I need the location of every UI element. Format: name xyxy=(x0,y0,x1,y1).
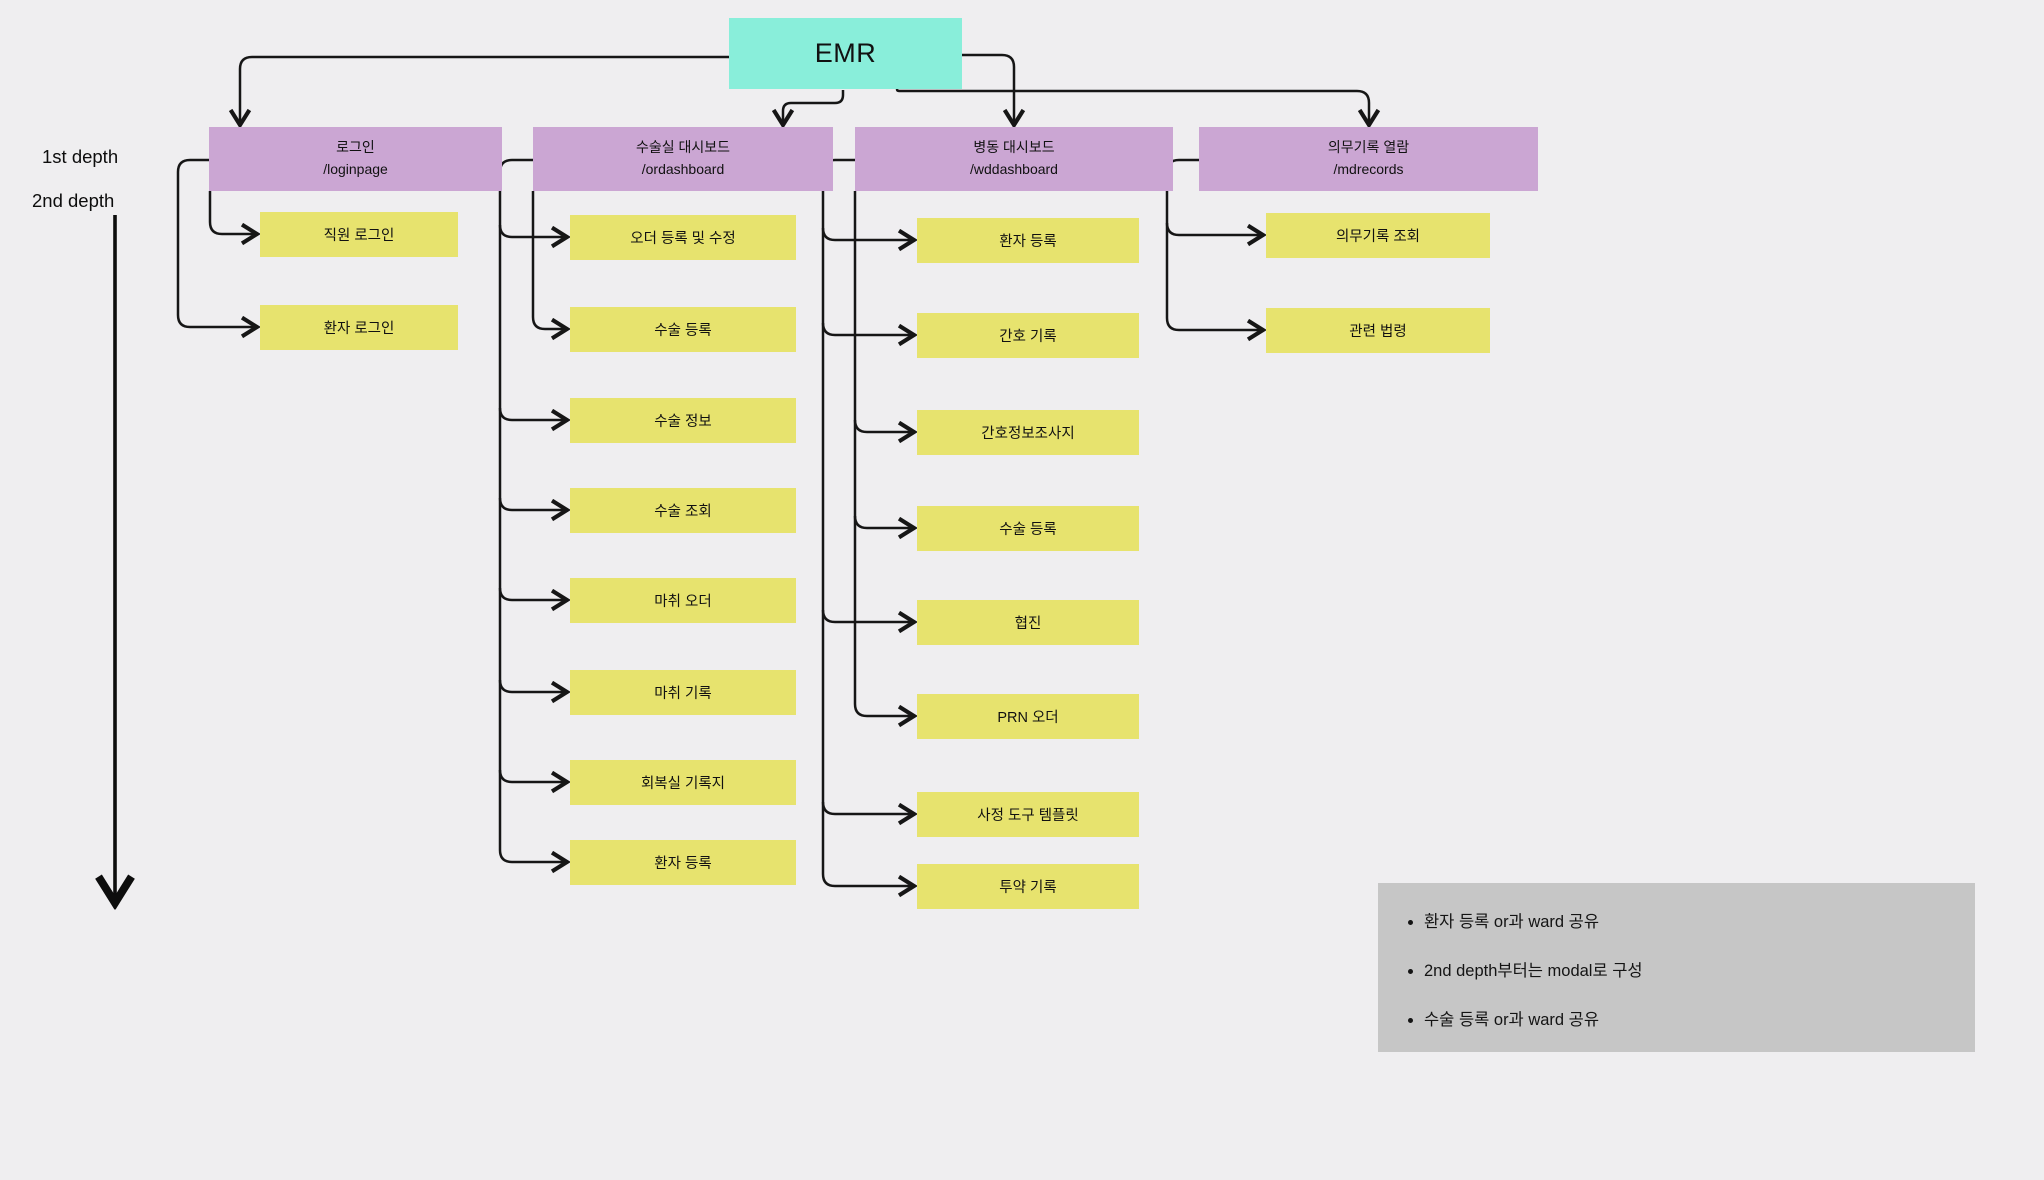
connector-or-trunk xyxy=(498,158,567,862)
connector-wd-row1 xyxy=(821,227,914,240)
connector-wd-row7 xyxy=(821,801,914,814)
node-or-surgery-info: 수술 정보 xyxy=(570,398,796,443)
connector-emr-wddashboard xyxy=(962,53,1014,125)
node-wd-prn-order: PRN 오더 xyxy=(917,694,1139,739)
connector-or-row7 xyxy=(498,769,567,782)
connector-wd-row6 xyxy=(853,703,914,716)
node-or-surgery-register: 수술 등록 xyxy=(570,307,796,352)
node-emr-label: EMR xyxy=(814,38,877,68)
connector-login-patient xyxy=(176,158,257,327)
node-or-anesthesia-record: 마취 기록 xyxy=(570,670,796,715)
node-emr-root: EMR xyxy=(729,18,962,89)
node-login-staff: 직원 로그인 xyxy=(260,212,458,257)
connector-md-row1 xyxy=(1165,222,1263,235)
connector-login-staff xyxy=(208,191,257,234)
note-item: 수술 등록 or과 ward 공유 xyxy=(1424,1006,1955,1030)
node-page-wddashboard: 병동 대시보드 /wddashboard xyxy=(855,127,1173,191)
node-page-ordashboard: 수술실 대시보드 /ordashboard xyxy=(533,127,833,191)
page-title: 병동 대시보드 xyxy=(973,139,1055,156)
node-wd-nursing-record: 간호 기록 xyxy=(917,313,1139,358)
page-title: 로그인 xyxy=(336,139,375,156)
connector-wd-row4 xyxy=(853,515,914,528)
note-item: 환자 등록 or과 ward 공유 xyxy=(1424,908,1955,932)
legend-2nd-depth: 2nd depth xyxy=(32,190,115,211)
node-wd-nursing-info-sheet: 간호정보조사지 xyxy=(917,410,1139,455)
notes-list: 환자 등록 or과 ward 공유 2nd depth부터는 modal로 구성… xyxy=(1378,883,1975,1030)
connector-md-trunk xyxy=(1165,158,1263,330)
node-login-patient: 환자 로그인 xyxy=(260,305,458,350)
node-wd-surgery-register: 수술 등록 xyxy=(917,506,1139,551)
connector-or-row4 xyxy=(498,497,567,510)
node-wd-consult: 협진 xyxy=(917,600,1139,645)
node-or-anesthesia-order: 마취 오더 xyxy=(570,578,796,623)
connector-wd-trunk xyxy=(821,158,914,886)
note-item: 2nd depth부터는 modal로 구성 xyxy=(1424,957,1955,981)
node-wd-patient-register: 환자 등록 xyxy=(917,218,1139,263)
connector-emr-ordashboard xyxy=(783,90,845,125)
page-title: 수술실 대시보드 xyxy=(635,139,731,156)
node-md-related-law: 관련 법령 xyxy=(1266,308,1490,353)
connector-emr-mdrecords xyxy=(895,88,1369,125)
notes-box: 환자 등록 or과 ward 공유 2nd depth부터는 modal로 구성… xyxy=(1378,883,1975,1052)
node-wd-medication-record: 투약 기록 xyxy=(917,864,1139,909)
page-route: /mdrecords xyxy=(1333,161,1404,177)
node-page-mdrecords: 의무기록 열람 /mdrecords xyxy=(1199,127,1538,191)
connector-emr-login xyxy=(240,55,729,125)
connector-or-row1 xyxy=(498,224,567,237)
connector-or-row3 xyxy=(498,407,567,420)
page-title: 의무기록 열람 xyxy=(1327,139,1410,156)
node-or-surgery-search: 수술 조회 xyxy=(570,488,796,533)
page-route: /wddashboard xyxy=(970,161,1058,177)
connector-or-row6 xyxy=(498,679,567,692)
legend-1st-depth: 1st depth xyxy=(42,146,119,167)
node-wd-assessment-template: 사정 도구 템플릿 xyxy=(917,792,1139,837)
node-or-order-edit: 오더 등록 및 수정 xyxy=(570,215,796,260)
node-page-login: 로그인 /loginpage xyxy=(209,127,502,191)
connector-wd-row2 xyxy=(821,322,914,335)
connector-or-row5 xyxy=(498,587,567,600)
page-route: /ordashboard xyxy=(641,161,725,177)
node-md-record-search: 의무기록 조회 xyxy=(1266,213,1490,258)
connector-or-row2 xyxy=(531,191,567,329)
connector-wd-row5 xyxy=(821,609,914,622)
node-or-recovery-record: 회복실 기록지 xyxy=(570,760,796,805)
node-or-patient-register: 환자 등록 xyxy=(570,840,796,885)
connector-wd-row3 xyxy=(853,419,914,432)
page-route: /loginpage xyxy=(323,161,388,177)
